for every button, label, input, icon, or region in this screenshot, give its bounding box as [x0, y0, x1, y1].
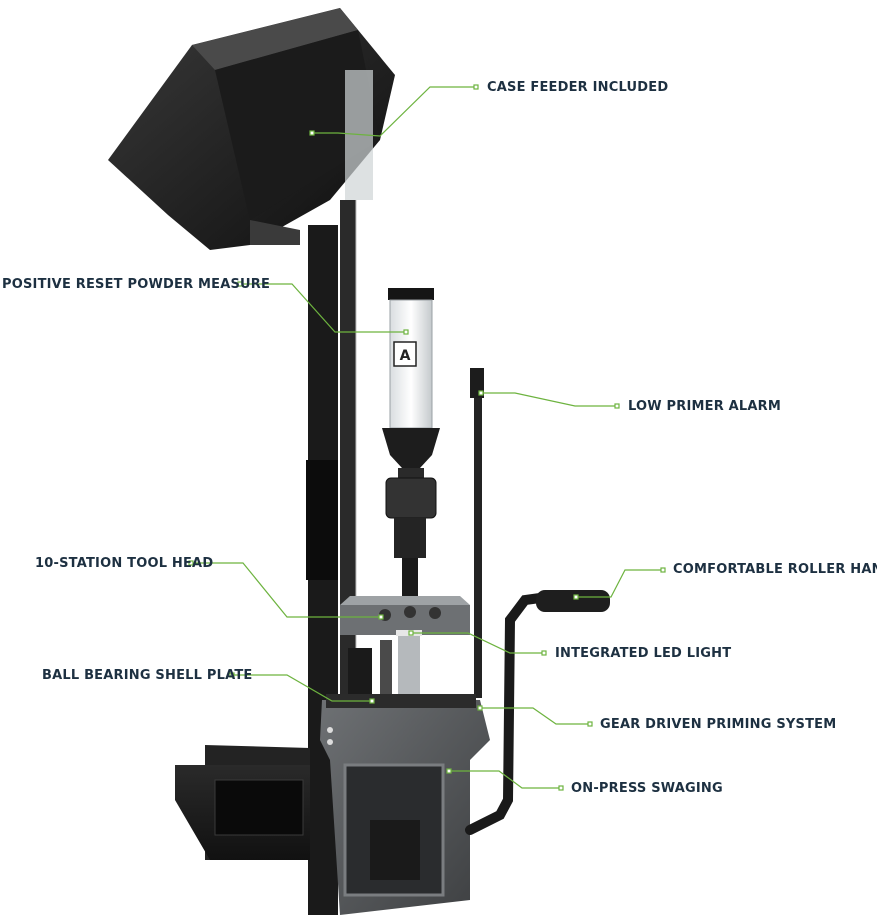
callout-priming-system: GEAR DRIVEN PRIMING SYSTEM — [600, 717, 837, 732]
callout-swaging: ON-PRESS SWAGING — [571, 781, 723, 796]
leader-swaging — [449, 770, 561, 789]
leader-priming-system — [480, 707, 590, 725]
callout-low-primer-alarm: LOW PRIMER ALARM — [628, 399, 782, 414]
leader-tool-head — [191, 562, 381, 618]
callout-leaders — [188, 84, 666, 791]
leader-low-primer-alarm — [481, 392, 617, 407]
leader-powder-measure — [240, 283, 406, 333]
press-column — [348, 636, 420, 703]
leader-case-feeder — [312, 86, 476, 137]
callout-led-light: INTEGRATED LED LIGHT — [555, 646, 732, 661]
callout-powder-measure: POSITIVE RESET POWDER MEASURE — [2, 277, 271, 292]
press-handle — [465, 590, 610, 835]
leader-shell-plate — [232, 674, 372, 702]
leader-roller-handle — [576, 569, 663, 598]
case-feeder-hopper — [108, 8, 395, 250]
callout-shell-plate: BALL BEARING SHELL PLATE — [42, 668, 253, 683]
callout-roller-handle: COMFORTABLE ROLLER HANDLE — [673, 562, 877, 577]
tool-head-plate — [340, 596, 470, 636]
powder-measure-assembly: A — [382, 288, 440, 598]
press-frame — [320, 694, 490, 915]
leader-led-light — [411, 632, 544, 654]
callout-case-feeder: CASE FEEDER INCLUDED — [487, 80, 669, 95]
callout-tool-head: 10-STATION TOOL HEAD — [35, 556, 214, 571]
brand-logo-mark: A — [400, 348, 411, 364]
case-bin — [175, 745, 310, 860]
low-primer-alarm-rod — [470, 368, 484, 698]
